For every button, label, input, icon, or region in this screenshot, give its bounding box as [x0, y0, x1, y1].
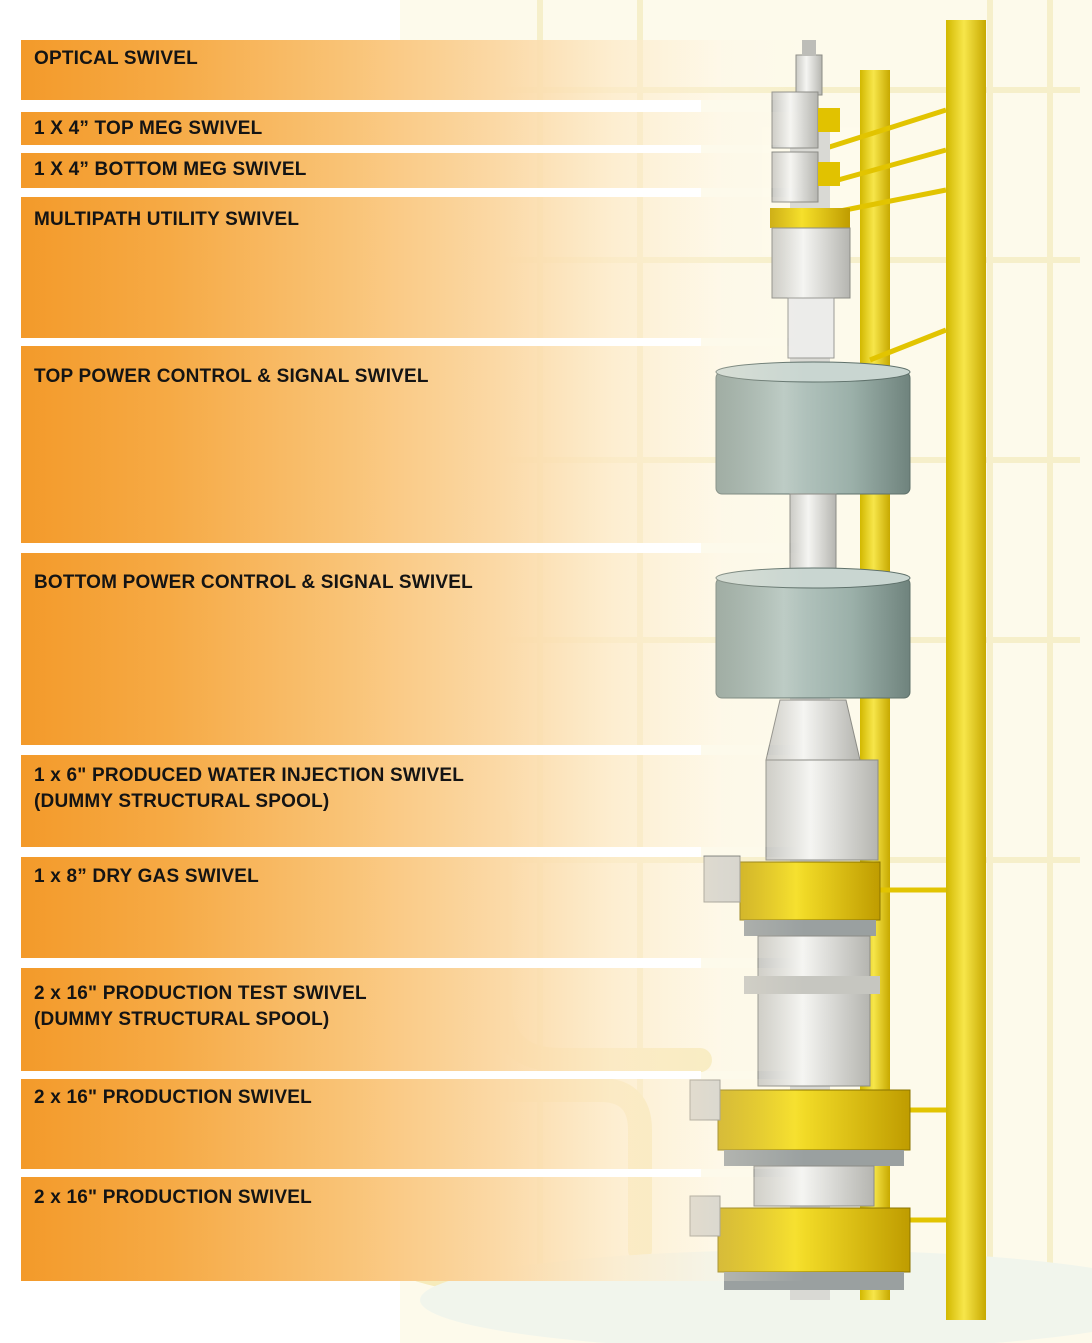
label-optical-swivel: OPTICAL SWIVEL [34, 48, 198, 69]
label-dry-gas-swivel: 1 x 8” DRY GAS SWIVEL [34, 866, 259, 887]
band-top-meg-swivel [21, 112, 1081, 145]
band-multipath-utility-swivel [21, 197, 1081, 338]
label-water-injection-swivel: 1 x 6" PRODUCED WATER INJECTION SWIVEL [34, 765, 465, 786]
label-production-swivel-2: 2 x 16" PRODUCTION SWIVEL [34, 1187, 312, 1208]
band-separators [21, 100, 701, 1177]
label-production-test-swivel: 2 x 16" PRODUCTION TEST SWIVEL [34, 983, 367, 1004]
band-production-test-swivel [21, 968, 1081, 1071]
band-water-injection-swivel [21, 755, 1081, 847]
band-dry-gas-swivel [21, 857, 1081, 958]
band-optical-swivel [21, 40, 1081, 100]
label-top-power-swivel: TOP POWER CONTROL & SIGNAL SWIVEL [34, 366, 429, 387]
label-bottom-power-swivel: BOTTOM POWER CONTROL & SIGNAL SWIVEL [34, 572, 473, 593]
band-top-power-swivel [21, 346, 1081, 543]
band-bottom-power-swivel [21, 553, 1081, 745]
label-multipath-utility-swivel: MULTIPATH UTILITY SWIVEL [34, 209, 300, 230]
label-top-meg-swivel: 1 X 4” TOP MEG SWIVEL [34, 118, 263, 139]
band-bottom-meg-swivel [21, 153, 1081, 188]
band-production-swivel-2 [21, 1177, 1081, 1281]
label-water-injection-note: (DUMMY STRUCTURAL SPOOL) [34, 791, 330, 812]
label-bottom-meg-swivel: 1 X 4” BOTTOM MEG SWIVEL [34, 159, 307, 180]
label-production-test-note: (DUMMY STRUCTURAL SPOOL) [34, 1009, 330, 1030]
band-production-swivel-1 [21, 1079, 1081, 1169]
label-production-swivel-1: 2 x 16" PRODUCTION SWIVEL [34, 1087, 312, 1108]
